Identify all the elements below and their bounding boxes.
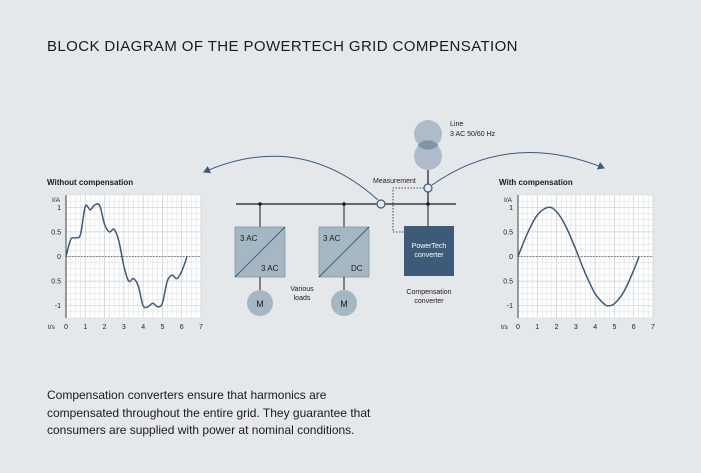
y-tick-label: 1 — [57, 205, 61, 212]
x-tick-label: 2 — [555, 324, 559, 331]
converter2-top-label: 3 AC — [323, 234, 341, 243]
chart-right-grid — [517, 194, 654, 319]
converter1-bottom-label: 3 AC — [261, 264, 279, 273]
x-tick-label: 7 — [199, 324, 203, 331]
line-label: Line — [450, 121, 463, 128]
x-tick-label: 5 — [160, 324, 164, 331]
chart-right-ylabel: I/A — [504, 197, 513, 204]
caption-line-2: compensated throughout the entire grid. … — [47, 405, 371, 420]
measurement-point-bus — [376, 199, 386, 209]
measurement-point-line — [423, 183, 433, 193]
y-tick-label: 0.5 — [503, 279, 513, 286]
motor-1 — [247, 290, 273, 316]
arrow-to-right-chart — [431, 152, 605, 186]
chart-left-xlabel: t/s — [48, 324, 56, 331]
chart-left-current-line — [65, 203, 188, 309]
chart-left-ticks: 0 1 2 3 4 5 6 7 1 0.5 0 0.5 -1 — [51, 205, 203, 331]
arrow-to-left-chart — [203, 155, 379, 201]
y-tick-label: -1 — [55, 303, 61, 310]
y-tick-label: 0 — [509, 254, 513, 261]
motor-2 — [331, 290, 357, 316]
chart-right-xlabel: t/s — [501, 324, 509, 331]
converter1-diagonal — [234, 226, 286, 278]
chart-right-ticks: 0 1 2 3 4 5 6 7 1 0.5 0 0.5 -1 — [503, 205, 655, 331]
converter2-bottom-label: DC — [351, 264, 363, 273]
x-tick-label: 0 — [64, 324, 68, 331]
x-tick-label: 4 — [593, 324, 597, 331]
motor2-label: M — [340, 299, 348, 309]
compensation-label-line2: converter — [414, 298, 444, 305]
x-tick-label: 0 — [516, 324, 520, 331]
grid-schematic: Line 3 AC 50/60 Hz Measurement 3 AC 3 AC… — [203, 120, 605, 316]
x-tick-label: 7 — [651, 324, 655, 331]
y-tick-label: 0 — [57, 254, 61, 261]
y-tick-label: 1 — [509, 205, 513, 212]
x-tick-label: 4 — [141, 324, 145, 331]
chart-right-title: With compensation — [499, 178, 573, 187]
x-tick-label: 2 — [103, 324, 107, 331]
y-tick-label: -1 — [507, 303, 513, 310]
x-tick-label: 3 — [122, 324, 126, 331]
powertech-label-line1: PowerTech — [412, 243, 447, 250]
caption: Compensation converters ensure that harm… — [47, 387, 387, 440]
powertech-converter-box — [404, 226, 454, 276]
line-spec: 3 AC 50/60 Hz — [450, 131, 496, 138]
powertech-label-line2: converter — [414, 252, 444, 259]
chart-left-title: Without compensation — [47, 178, 133, 187]
converter2-diagonal — [318, 226, 370, 278]
measurement-signal-line — [392, 187, 424, 233]
transformer-primary-coil — [414, 120, 442, 148]
x-tick-label: 6 — [632, 324, 636, 331]
chart-without-compensation: Without compensation I/A t/s 0 1 2 3 4 5 6 7 1 0.… — [47, 178, 203, 331]
chart-right-current-line — [517, 206, 640, 307]
motor1-label: M — [256, 299, 264, 309]
caption-line-3: consumers are supplied with power at nom… — [47, 423, 355, 437]
x-tick-label: 1 — [535, 324, 539, 331]
loads-label-line2: loads — [294, 295, 311, 302]
chart-left-ylabel: I/A — [52, 197, 61, 204]
transformer-secondary-coil — [414, 142, 442, 170]
measurement-label: Measurement — [373, 178, 416, 185]
compensation-label-line1: Compensation — [406, 289, 451, 296]
x-tick-label: 1 — [83, 324, 87, 331]
loads-label-line1: Various — [290, 286, 314, 293]
y-tick-label: 0.5 — [51, 279, 61, 286]
x-tick-label: 5 — [612, 324, 616, 331]
converter1-top-label: 3 AC — [240, 234, 258, 243]
y-tick-label: 0.5 — [51, 229, 61, 236]
x-tick-label: 3 — [574, 324, 578, 331]
caption-line-1: Compensation converters ensure that harm… — [47, 388, 327, 402]
x-tick-label: 6 — [180, 324, 184, 331]
transformer-overlap — [417, 140, 439, 150]
page-title: BLOCK DIAGRAM OF THE POWERTECH GRID COMP… — [47, 38, 518, 55]
y-tick-label: 0.5 — [503, 229, 513, 236]
